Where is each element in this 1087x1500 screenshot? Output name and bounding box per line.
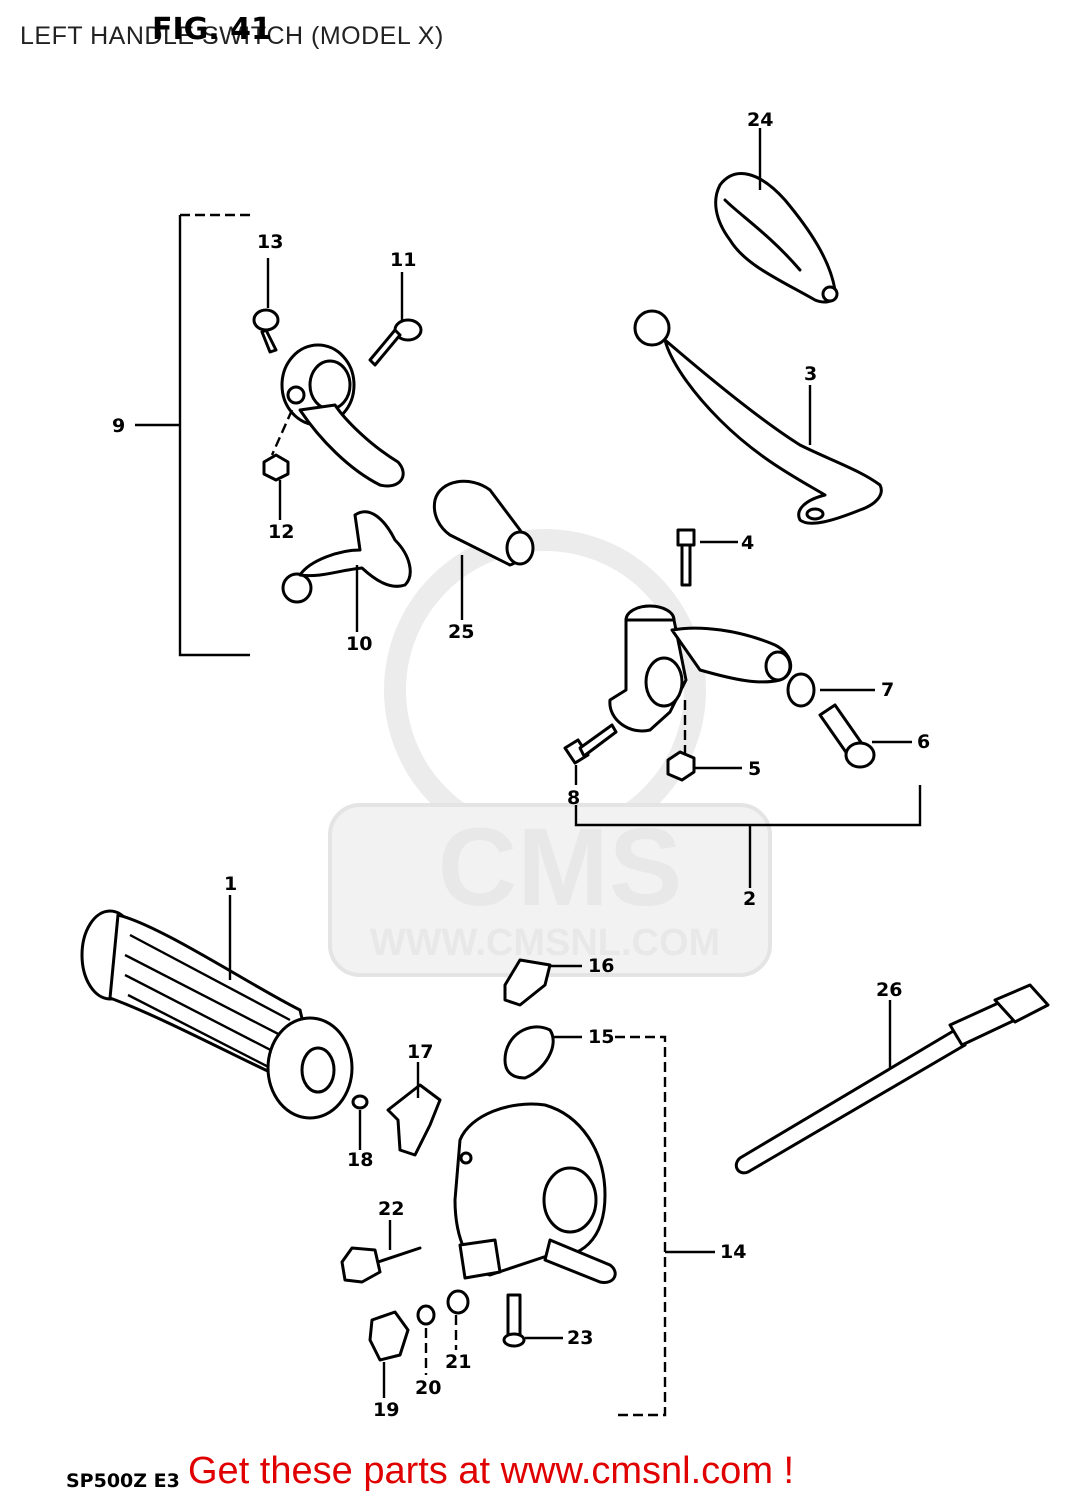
label-8: 8 [567, 787, 580, 809]
part-14-switch-housing [453, 1102, 617, 1284]
part-23-screw [502, 1293, 526, 1348]
part-number-labels: 24 3 4 7 6 5 8 2 13 11 9 12 10 25 1 16 1… [112, 109, 930, 1421]
part-6-adjuster [818, 703, 876, 769]
label-20: 20 [415, 1377, 441, 1399]
footer-cta-link[interactable]: Get these parts at www.cmsnl.com ! [188, 1450, 795, 1492]
label-19: 19 [373, 1399, 399, 1421]
part-19-cap [368, 1310, 410, 1362]
part-3-clutch-lever [633, 309, 883, 525]
part-10-choke-lever [281, 510, 412, 604]
part-24-lever-cover [714, 172, 839, 304]
label-12: 12 [268, 521, 294, 543]
label-26: 26 [876, 979, 902, 1001]
part-2-lever-holder [608, 604, 793, 733]
label-7: 7 [881, 679, 894, 701]
part-9-perch [270, 343, 405, 488]
part-1-grip [80, 909, 354, 1120]
part-26-band [734, 983, 1050, 1175]
watermark-url: WWW.CMSNL.COM [370, 922, 720, 964]
label-2: 2 [743, 888, 756, 910]
label-13: 13 [257, 231, 283, 253]
part-5-nut [666, 750, 696, 782]
figure-label: FIG. 41 [152, 12, 272, 47]
label-4: 4 [741, 532, 754, 554]
model-code: SP500Z E3 [66, 1470, 180, 1492]
part-17-knob [386, 1083, 442, 1157]
label-1: 1 [224, 873, 237, 895]
part-21-ball [446, 1289, 470, 1315]
cms-watermark: CMS WWW.CMSNL.COM [328, 529, 772, 977]
label-23: 23 [567, 1327, 593, 1349]
label-11: 11 [390, 249, 416, 271]
part-20-spring [416, 1304, 436, 1326]
part-4-pivot-bolt [676, 528, 696, 587]
leader-lines [135, 128, 922, 1417]
part-16-clip [503, 958, 552, 1007]
part-7-washer [786, 672, 816, 708]
part-11-screw [368, 318, 423, 367]
label-17: 17 [407, 1041, 433, 1063]
label-14: 14 [720, 1241, 746, 1263]
label-10: 10 [346, 633, 372, 655]
label-21: 21 [445, 1351, 471, 1373]
part-18-screw [351, 1094, 369, 1110]
page-title: LEFT HANDLE SWITCH (MODEL X) [20, 22, 444, 50]
label-16: 16 [588, 955, 614, 977]
part-15-clip [503, 1025, 555, 1080]
label-24: 24 [747, 109, 773, 131]
part-8-bolt [563, 723, 618, 765]
label-25: 25 [448, 621, 474, 643]
part-22-switch-knob [340, 1246, 422, 1284]
watermark-logo: CMS [438, 806, 682, 929]
label-15: 15 [588, 1026, 614, 1048]
label-5: 5 [748, 758, 761, 780]
label-6: 6 [917, 731, 930, 753]
part-12-nut [262, 453, 290, 482]
label-22: 22 [378, 1198, 404, 1220]
part-25-cable-holder [432, 479, 535, 567]
label-18: 18 [347, 1149, 373, 1171]
label-9: 9 [112, 415, 125, 437]
part-13-screw [252, 308, 280, 354]
label-3: 3 [804, 363, 817, 385]
